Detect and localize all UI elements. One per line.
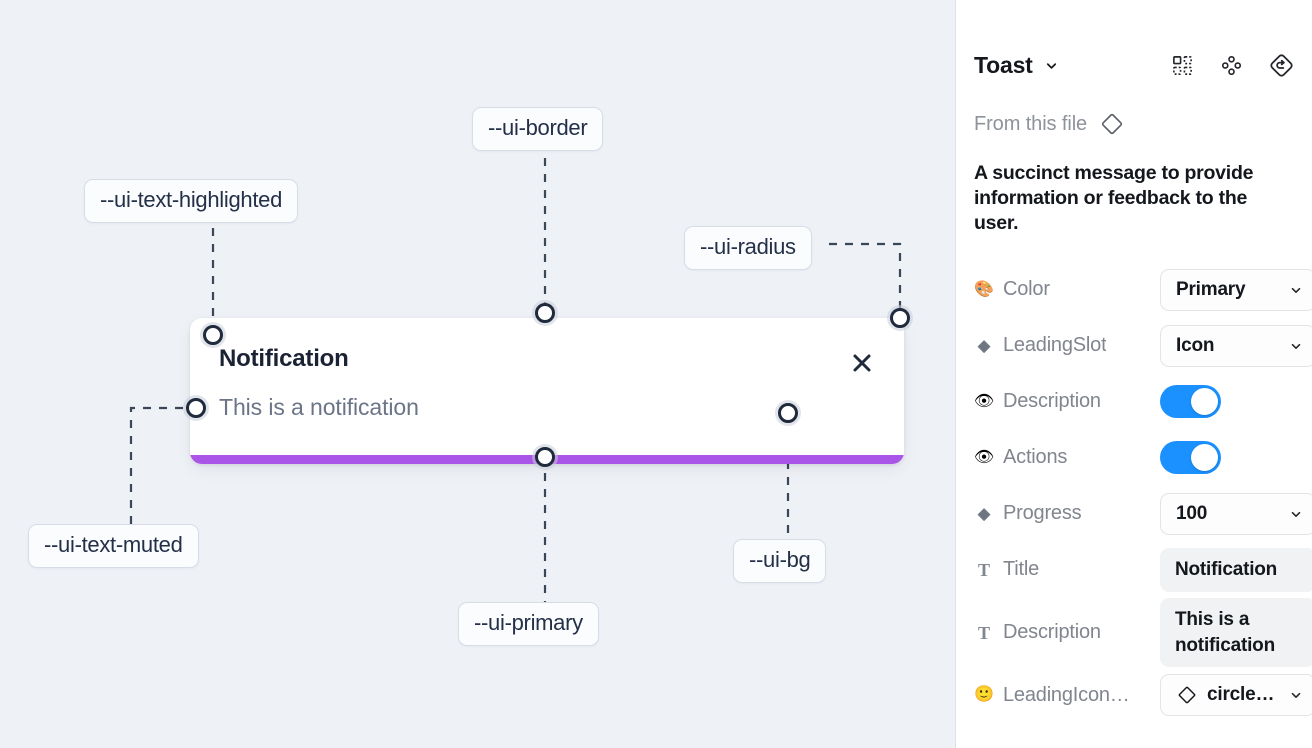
variants-diamond-dots-icon[interactable] — [1220, 54, 1243, 77]
property-control — [1160, 441, 1294, 475]
eye-emoji-icon: 👁 — [974, 448, 995, 466]
handle-primary[interactable] — [535, 447, 555, 467]
property-control: Icon — [1160, 324, 1312, 367]
progress-select[interactable]: 100 — [1160, 492, 1312, 535]
chevron-down-icon[interactable] — [1044, 58, 1059, 73]
close-x-icon[interactable] — [848, 349, 876, 377]
diamond-outline-icon — [1176, 684, 1198, 706]
panel-header: Toast — [974, 0, 1294, 79]
leadingslot-select-value: Icon — [1176, 334, 1215, 356]
property-row-progress: ◆ Progress 100 — [974, 486, 1312, 542]
property-label: Color — [1003, 278, 1050, 301]
properties-panel: Toast — [956, 0, 1312, 748]
property-label: LeadingSlot — [1003, 334, 1107, 357]
token-chip-text-muted[interactable]: --ui-text-muted — [28, 524, 199, 568]
component-description: A succinct message to provide informatio… — [974, 162, 1254, 234]
property-label: Description — [1003, 621, 1101, 643]
property-label-group: ◆ Progress — [974, 502, 1160, 525]
property-label-group: T Description — [974, 621, 1160, 644]
token-chip-primary[interactable]: --ui-primary — [458, 602, 599, 646]
token-chip-text-highlighted[interactable]: --ui-text-highlighted — [84, 179, 299, 223]
property-label: LeadingIcon… — [1003, 683, 1130, 706]
property-label: Progress — [1003, 502, 1082, 525]
property-row-description-toggle: 👁 Description — [974, 374, 1294, 430]
progress-select-value: 100 — [1176, 502, 1208, 524]
token-chip-border[interactable]: --ui-border — [472, 107, 604, 151]
property-row-title: T Title Notification — [974, 542, 1312, 598]
component-grid-icon[interactable] — [1171, 54, 1194, 77]
text-t-icon: T — [977, 622, 990, 643]
token-chip-bg[interactable]: --ui-bg — [733, 539, 827, 583]
actions-toggle[interactable] — [1160, 441, 1221, 475]
property-control — [1160, 385, 1294, 419]
description-toggle[interactable] — [1160, 385, 1221, 419]
property-label-group: 🙂 LeadingIcon… — [974, 684, 1160, 707]
color-select-value: Primary — [1176, 278, 1246, 300]
leadingicon-select-value: circle… — [1207, 684, 1275, 706]
canvas-panel-divider — [955, 0, 956, 748]
property-control: 100 — [1160, 492, 1312, 535]
property-label: Title — [1003, 558, 1040, 581]
smiley-emoji-icon: 🙂 — [974, 686, 994, 704]
property-control: Primary — [1160, 268, 1312, 311]
property-row-description-text: T Description This is a notification — [974, 597, 1312, 668]
handle-text-muted[interactable] — [186, 398, 206, 418]
chevron-down-icon — [1289, 688, 1303, 702]
diamond-icon: ◆ — [977, 336, 991, 356]
text-t-icon: T — [977, 559, 990, 580]
handle-radius[interactable] — [890, 308, 910, 328]
palette-emoji-icon: 🎨 — [974, 280, 994, 298]
property-label-group: 🎨 Color — [974, 278, 1160, 301]
toast-description: This is a notification — [219, 394, 419, 420]
property-row-color: 🎨 Color Primary — [974, 262, 1312, 318]
property-control: circle… — [1160, 674, 1312, 717]
from-this-file[interactable]: From this file — [974, 111, 1294, 137]
diamond-icon: ◆ — [977, 504, 991, 524]
reset-undo-diamond-icon[interactable] — [1269, 53, 1294, 78]
toggle-knob — [1191, 388, 1218, 416]
property-list: 🎨 Color Primary — [974, 262, 1312, 723]
handle-text-highlighted[interactable] — [203, 325, 223, 345]
eye-emoji-icon: 👁 — [974, 392, 995, 410]
property-label-group: 👁 Description — [974, 390, 1160, 413]
panel-title: Toast — [974, 52, 1033, 78]
chevron-down-icon — [1289, 507, 1303, 521]
property-row-leadingicon: 🙂 LeadingIcon… circle… — [974, 667, 1312, 723]
property-label: Actions — [1003, 446, 1068, 469]
property-label-group: 👁 Actions — [974, 446, 1160, 469]
property-label-group: T Title — [974, 558, 1160, 581]
toggle-knob — [1191, 444, 1218, 472]
chevron-down-icon — [1289, 283, 1303, 297]
toast-title: Notification — [219, 345, 349, 372]
property-control: This is a notification — [1160, 597, 1312, 668]
chevron-down-icon — [1289, 339, 1303, 353]
leadingslot-select[interactable]: Icon — [1160, 324, 1312, 367]
property-row-leadingslot: ◆ LeadingSlot Icon — [974, 318, 1312, 374]
token-chip-radius[interactable]: --ui-radius — [684, 226, 812, 270]
panel-header-actions — [1171, 53, 1294, 78]
design-canvas[interactable]: Notification This is a notification --ui… — [0, 0, 956, 748]
description-input[interactable]: This is a notification — [1160, 597, 1312, 668]
color-select[interactable]: Primary — [1160, 268, 1312, 311]
leadingicon-select[interactable]: circle… — [1160, 674, 1312, 717]
property-label-group: ◆ LeadingSlot — [974, 334, 1160, 357]
handle-border[interactable] — [535, 303, 555, 323]
property-row-actions-toggle: 👁 Actions — [974, 430, 1294, 486]
property-label: Description — [1003, 390, 1101, 413]
diamond-outline-icon — [1099, 111, 1125, 137]
property-control: Notification — [1160, 548, 1312, 592]
from-this-file-label: From this file — [974, 112, 1088, 135]
toast-component[interactable]: Notification This is a notification — [190, 318, 904, 464]
title-input[interactable]: Notification — [1160, 548, 1312, 592]
handle-bg[interactable] — [778, 403, 798, 423]
